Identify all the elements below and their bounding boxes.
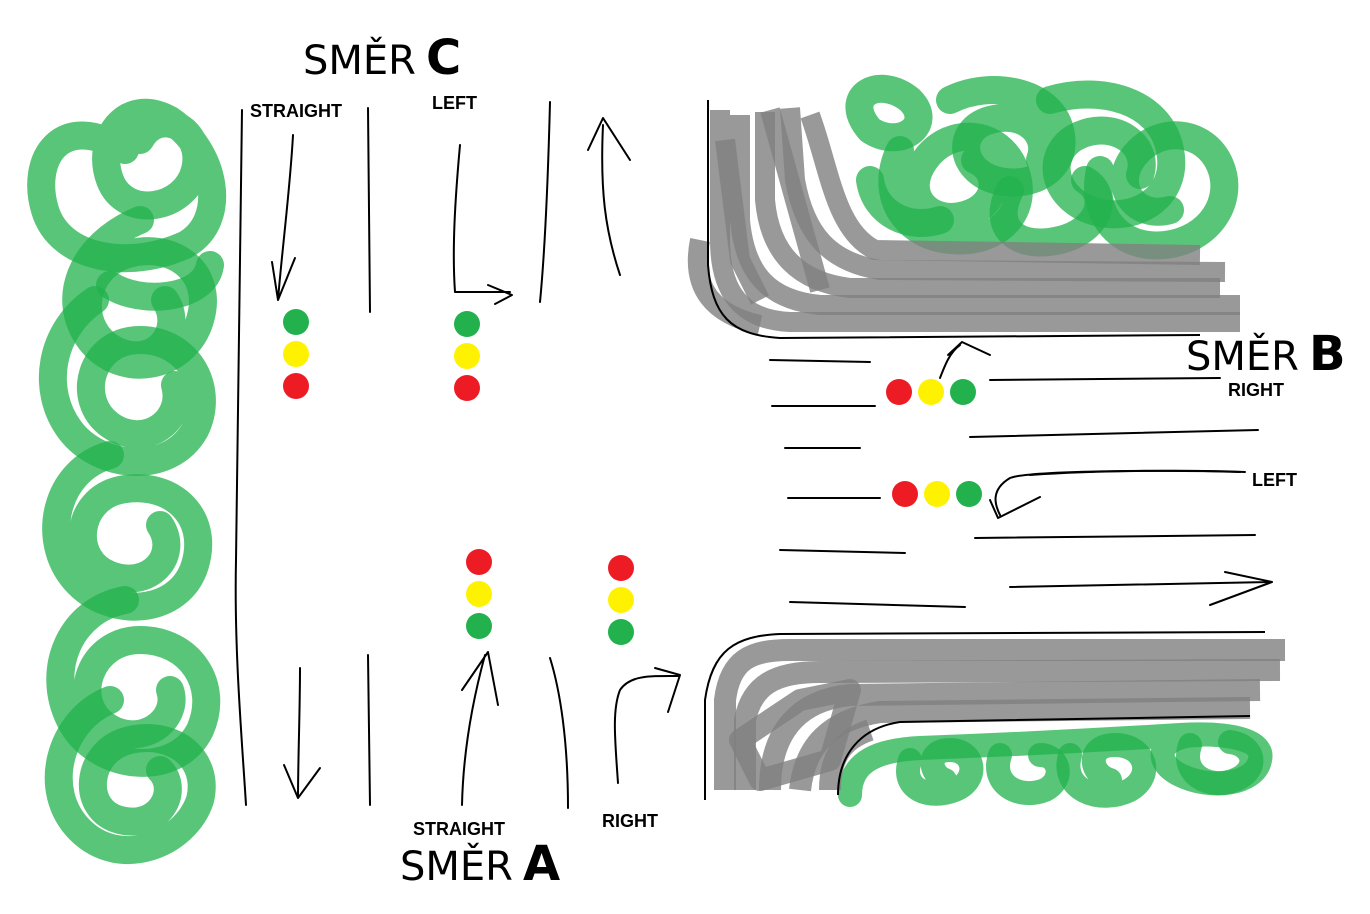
arrow-a-right xyxy=(613,667,681,784)
traffic-light-c-straight-green-lamp xyxy=(283,309,309,335)
traffic-light-b-right-yellow-lamp xyxy=(918,379,944,405)
direction-a-word: SMĚR xyxy=(400,844,513,890)
traffic-light-a-straight-green-lamp xyxy=(466,613,492,639)
traffic-light-c-straight-red-lamp xyxy=(283,373,309,399)
label-c-straight: STRAIGHT xyxy=(250,101,342,121)
lane-line-b-5 xyxy=(779,534,1256,554)
lane-arrows xyxy=(271,117,1273,806)
curb-bottom-right xyxy=(714,639,1285,792)
curb-outline-top-right xyxy=(707,100,1201,340)
road-edge-left xyxy=(234,109,247,806)
traffic-light-b-right-red-lamp xyxy=(886,379,912,405)
arrow-c-straight xyxy=(271,134,296,301)
lane-line-c-2 xyxy=(539,101,551,303)
traffic-light-a-straight xyxy=(466,549,492,639)
traffic-light-c-straight xyxy=(283,309,309,399)
traffic-light-c-left-yellow-lamp xyxy=(454,343,480,369)
lane-line-a-1 xyxy=(367,654,371,806)
label-b-left: LEFT xyxy=(1252,470,1297,490)
traffic-light-c-left xyxy=(454,311,480,401)
label-a-straight: STRAIGHT xyxy=(413,819,505,839)
traffic-light-a-straight-red-lamp xyxy=(466,549,492,575)
curb-outline-bottom-right xyxy=(704,631,1266,800)
direction-b-word: SMĚR xyxy=(1186,334,1299,380)
traffic-light-a-right-yellow-lamp xyxy=(608,587,634,613)
arrow-exit-north xyxy=(587,117,631,276)
curb-inner-bottom-right xyxy=(837,715,1251,796)
label-b-right: RIGHT xyxy=(1228,380,1284,400)
traffic-light-b-left-red-lamp xyxy=(892,481,918,507)
arrow-b-right xyxy=(939,341,991,379)
traffic-light-c-straight-yellow-lamp xyxy=(283,341,309,367)
label-c-left: LEFT xyxy=(432,93,477,113)
traffic-light-b-left-green-lamp xyxy=(956,481,982,507)
lane-line-b-6 xyxy=(789,601,966,608)
traffic-light-c-left-green-lamp xyxy=(454,311,480,337)
arrow-b-exit-east xyxy=(1009,571,1273,606)
label-a-right: RIGHT xyxy=(602,811,658,831)
direction-c-word: SMĚR xyxy=(303,38,416,84)
arrow-b-left xyxy=(989,469,1241,519)
traffic-light-b-right-green-lamp xyxy=(950,379,976,405)
traffic-light-a-right-red-lamp xyxy=(608,555,634,581)
trees-bottom-right xyxy=(838,722,1273,808)
direction-c-letter: C xyxy=(425,30,462,86)
traffic-light-b-right xyxy=(886,379,976,405)
traffic-light-c-left-red-lamp xyxy=(454,375,480,401)
traffic-light-b-left-yellow-lamp xyxy=(924,481,950,507)
trees-top-right xyxy=(845,74,1239,260)
traffic-light-a-right-green-lamp xyxy=(608,619,634,645)
arrow-c-left xyxy=(452,144,513,305)
direction-a-letter: A xyxy=(522,836,561,892)
lane-line-b-3 xyxy=(784,429,1259,449)
traffic-light-b-left xyxy=(892,481,982,507)
traffic-light-a-straight-yellow-lamp xyxy=(466,581,492,607)
lane-line-c-1 xyxy=(367,107,371,313)
curb-top-right xyxy=(687,107,1240,335)
traffic-light-a-right xyxy=(608,555,634,645)
arrow-a-straight xyxy=(461,651,499,806)
trees-left xyxy=(27,98,227,865)
lane-line-b-1 xyxy=(769,359,1221,381)
lane-line-b-4 xyxy=(787,469,1246,499)
traffic-lights xyxy=(283,309,982,645)
lane-line-a-2 xyxy=(549,657,569,809)
arrow-a-exit-south xyxy=(283,667,321,799)
direction-b-letter: B xyxy=(1308,326,1346,382)
